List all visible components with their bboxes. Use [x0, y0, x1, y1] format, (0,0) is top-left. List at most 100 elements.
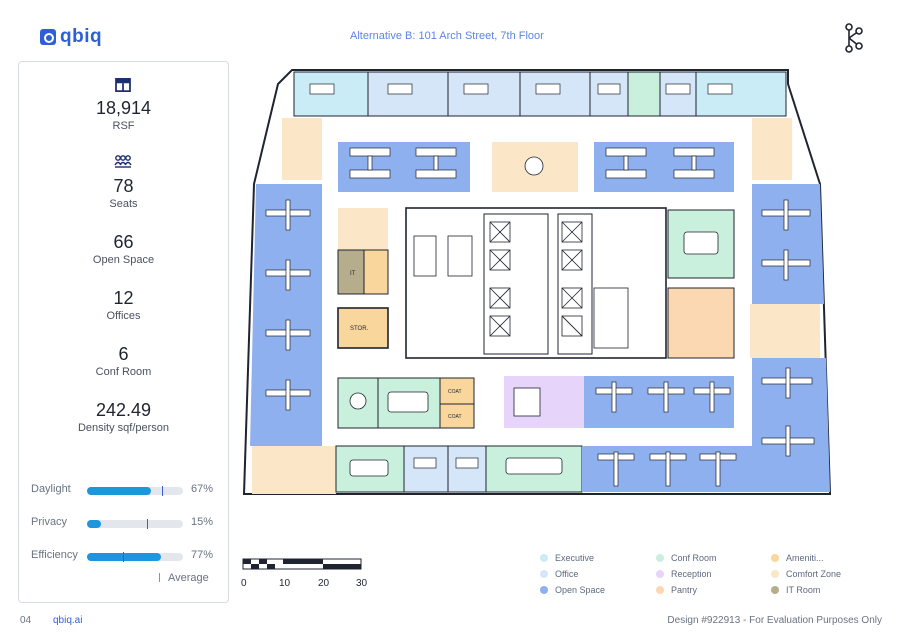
average-marker [146, 519, 149, 529]
legend-label: Office [555, 569, 579, 579]
metric-rsf: 18,914 RSF [19, 98, 228, 132]
office-south-2[interactable] [447, 445, 487, 493]
rating-fill [87, 553, 161, 561]
rating-percent: 77% [191, 549, 214, 561]
page-title: Alternative B: 101 Arch Street, 7th Floo… [350, 30, 544, 42]
rating-percent: 67% [191, 483, 214, 495]
site-link[interactable]: qbiq.ai [53, 615, 83, 626]
open-space-south-inner[interactable] [584, 376, 734, 428]
rating-track [87, 519, 183, 529]
metric-value: 12 [113, 288, 134, 308]
legend-reception: Reception [656, 569, 712, 579]
legend-label: Open Space [555, 585, 606, 595]
scale-tick-0: 0 [241, 578, 247, 589]
metric-open-space: 66 Open Space [19, 232, 228, 266]
legend-open-space: Open Space [540, 585, 605, 595]
scale-tick-30: 30 [356, 578, 368, 589]
metric-density: 242.49 Density sqf/person [19, 400, 228, 434]
legend-label: Comfort Zone [786, 569, 842, 579]
conference-tables [349, 156, 719, 477]
rating-fill [87, 487, 152, 495]
legend-dot [540, 570, 548, 578]
office-south-1[interactable] [403, 445, 449, 493]
office-desks [309, 83, 733, 469]
legend-dot [771, 554, 779, 562]
floor-plan-icon [115, 78, 131, 92]
legend-it-room: IT Room [771, 585, 820, 595]
brand-logo: qbiq [40, 26, 102, 48]
network-nodes-icon [845, 23, 863, 53]
average-label: Average [168, 572, 209, 584]
pantry-small[interactable] [338, 208, 388, 250]
qbiq-logo-icon [40, 29, 56, 45]
legend-executive: Executive [540, 553, 594, 563]
it-room-label: IT [350, 271, 356, 277]
rating-label: Daylight [31, 483, 71, 495]
amenity-room[interactable] [363, 249, 389, 295]
average-marker [161, 486, 164, 496]
legend-comfort-zone: Comfort Zone [771, 569, 841, 579]
comfort-zone-e[interactable] [750, 304, 820, 358]
legend-dot [540, 554, 548, 562]
scale-tick-20: 20 [318, 578, 330, 589]
comfort-zone-ne[interactable] [752, 118, 792, 180]
metric-seats: 78 Seats [19, 176, 228, 210]
legend-label: IT Room [786, 585, 821, 595]
legend-pantry: Pantry [656, 585, 697, 595]
rating-label: Efficiency [31, 549, 78, 561]
legend-dot [771, 586, 779, 594]
people-icon [114, 155, 132, 168]
metric-label: Open Space [92, 254, 155, 266]
pantry-east[interactable] [667, 287, 735, 359]
metric-label: Density sqf/person [77, 422, 170, 434]
metric-label: Seats [109, 198, 138, 210]
coat-label-1: COAT [448, 389, 462, 395]
metric-offices: 12 Offices [19, 288, 228, 322]
legend-dot [540, 586, 548, 594]
legend-dot [771, 570, 779, 578]
legend-label: Executive [555, 553, 595, 563]
rating-label: Privacy [31, 516, 68, 528]
open-space-west[interactable] [250, 184, 322, 446]
it-room[interactable] [337, 249, 365, 295]
rating-fill [87, 520, 102, 528]
rating-track [87, 552, 183, 562]
average-legend: Average [159, 572, 209, 584]
metric-label: Offices [106, 310, 141, 322]
legend-dot [656, 554, 664, 562]
legend-amenities: Ameniti... [771, 553, 824, 563]
conf-room-small-south[interactable] [337, 377, 379, 429]
legend-dot [656, 570, 664, 578]
legend-conf-room: Conf Room [656, 553, 717, 563]
metric-label: RSF [112, 120, 135, 132]
storage-label: STOR. [350, 326, 369, 332]
brand-name: qbiq [60, 26, 103, 47]
page-number: 04 [20, 615, 32, 626]
metrics-panel: 18,914 RSF 78 Seats 66 Open Space 12 Off… [18, 61, 229, 603]
design-note: Design #922913 - For Evaluation Purposes… [667, 615, 882, 626]
coat-label-2: COAT [448, 414, 462, 420]
rating-track [87, 486, 183, 496]
rating-efficiency: Efficiency 77% [31, 549, 221, 563]
legend-label: Ameniti... [786, 553, 824, 563]
metric-label: Conf Room [95, 366, 152, 378]
metric-value: 242.49 [95, 400, 152, 420]
scale-tick-10: 10 [279, 578, 291, 589]
floor-plan[interactable]: IT STOR. COAT COAT [238, 60, 838, 496]
average-marker [122, 552, 125, 562]
legend-label: Conf Room [671, 553, 717, 563]
coat-room-2[interactable] [439, 403, 475, 429]
open-space-east-south[interactable] [752, 358, 830, 492]
legend-label: Pantry [671, 585, 698, 595]
average-tick-icon [159, 573, 160, 582]
scale-bar [242, 558, 362, 570]
metric-value: 78 [113, 176, 134, 196]
legend-label: Reception [671, 569, 712, 579]
legend-office: Office [540, 569, 578, 579]
legend-dot [656, 586, 664, 594]
metric-value: 18,914 [95, 98, 152, 118]
storage-room[interactable] [337, 307, 389, 349]
building-core [405, 207, 667, 359]
comfort-zone-sw[interactable] [252, 446, 336, 494]
comfort-zone-nw[interactable] [282, 118, 322, 180]
